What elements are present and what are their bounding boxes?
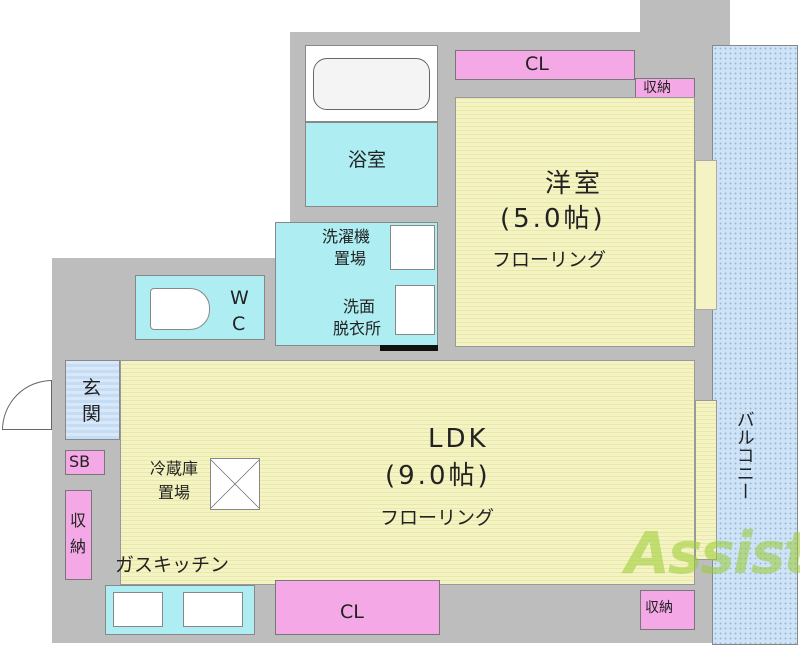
storage-bottom bbox=[640, 590, 695, 630]
washroom-label-1: 洗面 bbox=[343, 297, 376, 316]
assist-logo: Assist bbox=[625, 519, 800, 587]
ldk-right-window bbox=[695, 400, 717, 560]
fridge-label-2: 置場 bbox=[158, 483, 191, 502]
western-room bbox=[455, 97, 695, 347]
entrance-label-1: 玄 bbox=[82, 377, 102, 399]
toilet bbox=[150, 288, 210, 330]
closet-bottom bbox=[275, 580, 440, 635]
washroom-label-2: 脱衣所 bbox=[333, 319, 382, 338]
kitchen-sink bbox=[183, 592, 243, 627]
washer-space bbox=[390, 225, 435, 270]
wc-label-c: C bbox=[232, 313, 246, 335]
storage-bottom-label: 収納 bbox=[645, 600, 673, 616]
bathtub-basin bbox=[313, 58, 430, 110]
western-floor: フローリング bbox=[492, 249, 607, 271]
storage-left-label-1: 収 bbox=[70, 511, 87, 530]
storage-top-label: 収納 bbox=[643, 80, 671, 96]
shoe-box-label: SB bbox=[69, 452, 91, 471]
western-name: 洋室 bbox=[545, 169, 604, 199]
stove-icon bbox=[113, 592, 163, 627]
entrance-door bbox=[2, 380, 52, 430]
balcony-label: バルコニー bbox=[733, 410, 755, 500]
closet-top bbox=[455, 50, 635, 80]
western-window bbox=[695, 160, 717, 310]
laundry-label-1: 洗濯機 bbox=[322, 227, 371, 246]
western-size: (5.0帖) bbox=[500, 204, 606, 234]
sink bbox=[395, 285, 435, 335]
closet-top-label: CL bbox=[525, 53, 549, 75]
entrance bbox=[65, 360, 120, 440]
storage-left bbox=[65, 490, 92, 580]
fridge-label-1: 冷蔵庫 bbox=[150, 459, 199, 478]
storage-left-label-2: 納 bbox=[70, 537, 87, 556]
entrance-label-2: 関 bbox=[82, 403, 102, 425]
kitchen-label: ガスキッチン bbox=[115, 554, 230, 576]
ldk-size: (9.0帖) bbox=[385, 461, 491, 491]
closet-bottom-label: CL bbox=[340, 601, 364, 623]
laundry-label-2: 置場 bbox=[334, 249, 367, 268]
ldk-floor: フローリング bbox=[380, 507, 495, 529]
wc-label-w: W bbox=[230, 287, 249, 309]
shoe-box bbox=[65, 450, 105, 475]
ldk-name: LDK bbox=[428, 424, 489, 454]
bath-label: 浴室 bbox=[348, 149, 387, 171]
washroom-door bbox=[380, 345, 438, 351]
bathroom bbox=[305, 122, 438, 207]
fridge-space bbox=[210, 458, 260, 510]
balcony bbox=[712, 45, 798, 645]
